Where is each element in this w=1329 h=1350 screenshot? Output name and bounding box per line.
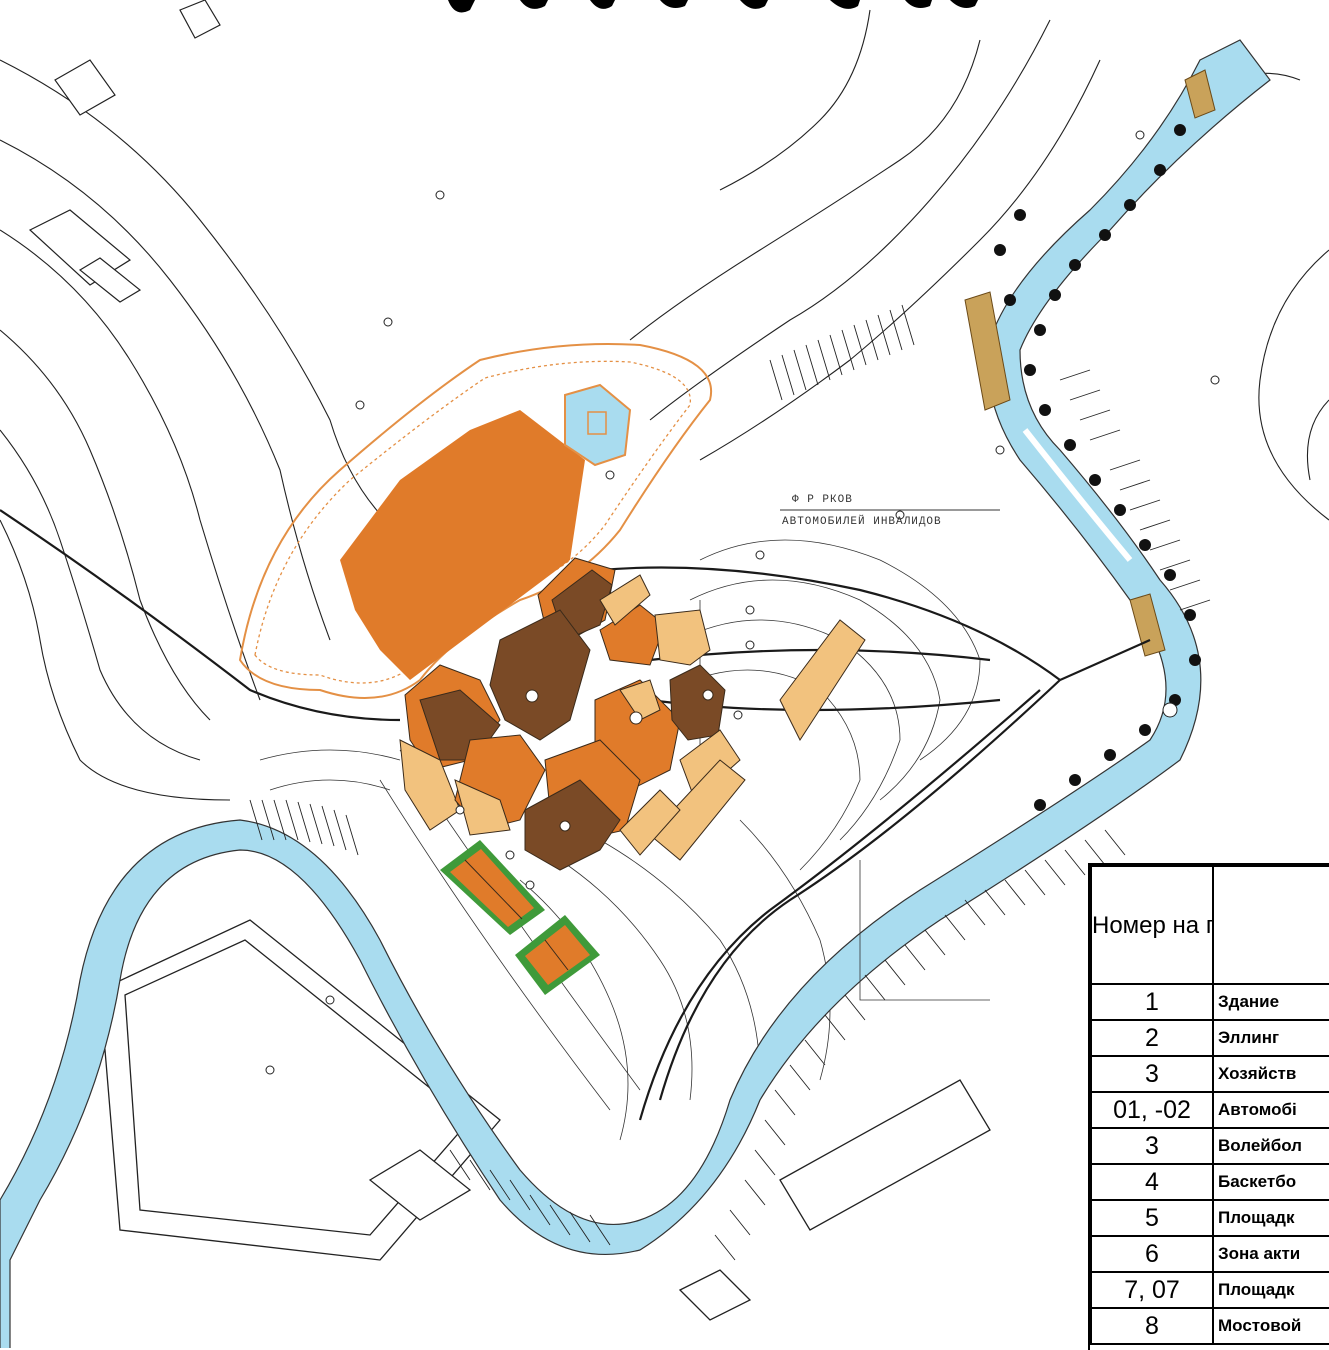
legend-table: Номер на плане 1 Здание 2 Эллинг 3 Хозяй… [1088,863,1329,1350]
building-complex [399,557,866,871]
legend-row: 3 Хозяйств [1090,1055,1329,1093]
legend-row-number: 8 [1090,1307,1214,1345]
road-label-line2: АВТОМОБИЛЕЙ ИНВАЛИДОВ [782,514,942,528]
lower-left-structures [99,919,991,1321]
road-sign: Ф Р РКОВ АВТОМОБИЛЕЙ ИНВАЛИДОВ [780,494,1000,528]
legend-row-number: 1 [1090,983,1214,1021]
legend-header-name [1212,865,1329,985]
legend-row-name: Зона акти [1212,1235,1329,1273]
river [0,39,1271,1348]
upper-left-buildings [28,0,221,303]
legend-row-name: Площадк [1212,1199,1329,1237]
riverbank-hatching [249,304,1211,1261]
sports-courts [440,840,600,995]
legend-row-name: Эллинг [1212,1019,1329,1057]
legend-header-number: Номер на плане [1090,865,1214,985]
legend-row-name: Автомобі [1212,1091,1329,1129]
legend-row: 8 Мостовой [1090,1307,1329,1345]
legend-row-name: Площадк [1212,1271,1329,1309]
contour-lines [0,9,1329,1141]
legend-row-number: 6 [1090,1235,1214,1273]
title-fragment [448,0,978,13]
legend-row: 2 Эллинг [1090,1019,1329,1057]
legend-row-name: Волейбол [1212,1127,1329,1165]
legend-row: 7, 07 Площадк [1090,1271,1329,1309]
legend-row: 4 Баскетбо [1090,1163,1329,1201]
legend-row-number: 7, 07 [1090,1271,1214,1309]
legend-row: 3 Волейбол [1090,1127,1329,1165]
legend-row-number: 3 [1090,1127,1214,1165]
legend-row: 6 Зона акти [1090,1235,1329,1273]
legend-row-name: Здание [1212,983,1329,1021]
legend-row: 01, -02 Автомобі [1090,1091,1329,1129]
sports-field-area [238,343,713,699]
utility-markers [265,130,1220,1075]
river-decks [964,69,1216,657]
legend-row: 5 Площадк [1090,1199,1329,1237]
legend-row-number: 2 [1090,1019,1214,1057]
legend-row-number: 3 [1090,1055,1214,1093]
legend-row-name: Хозяйств [1212,1055,1329,1093]
legend-row: 1 Здание [1090,983,1329,1021]
legend-row-name: Мостовой [1212,1307,1329,1345]
legend-row-name: Баскетбо [1212,1163,1329,1201]
riverside-trees [994,124,1201,811]
legend-row-number: 5 [1090,1199,1214,1237]
road-label-line1: Ф Р РКОВ [792,494,853,506]
legend-row-number: 4 [1090,1163,1214,1201]
legend-row-number: 01, -02 [1090,1091,1214,1129]
